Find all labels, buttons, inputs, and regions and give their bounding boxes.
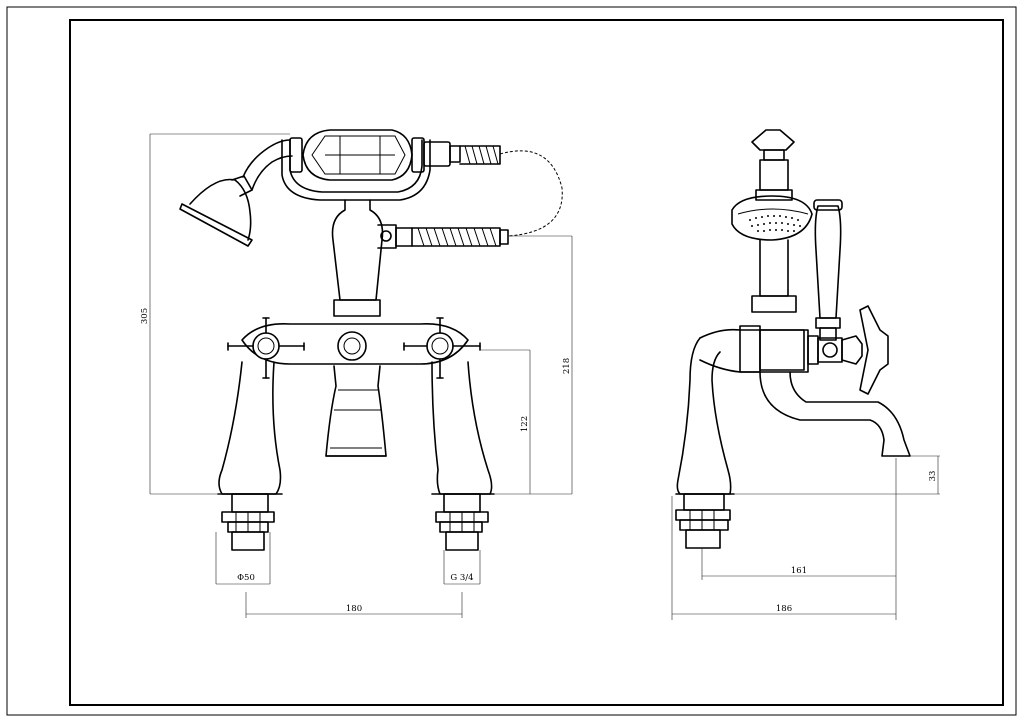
bridge-body: [227, 317, 481, 379]
dim-33-label: 33: [928, 471, 938, 482]
dim-305-label: 305: [140, 308, 150, 324]
shower-head-bell: [179, 139, 293, 247]
outer-sheet-border: [6, 6, 1017, 716]
dim-122-label: 122: [520, 416, 530, 432]
left-pillar: [217, 361, 283, 551]
handset-cradle: [281, 129, 461, 201]
hose-upper: [459, 145, 563, 237]
side-lever-handle: [813, 199, 843, 341]
side-body: [699, 305, 889, 395]
dim-180-label: 180: [346, 604, 362, 614]
side-dimension-33: [734, 455, 940, 495]
dim-218-label: 218: [562, 358, 572, 374]
shower-rose-holes: [749, 215, 801, 232]
side-dimension-186: [671, 496, 897, 620]
side-view: 33 161 186: [671, 129, 940, 620]
front-dimension-phi50: [215, 532, 271, 585]
front-dimension-218: [494, 235, 573, 495]
side-dimension-161: [701, 458, 897, 580]
hose-lower: [411, 227, 509, 247]
diverter-column: [331, 199, 413, 317]
dim-186-label: 186: [776, 604, 792, 614]
dim-g34-label: G 3/4: [450, 573, 473, 583]
dim-phi50-label: Φ50: [237, 573, 255, 583]
front-spout: [325, 365, 387, 457]
front-dimension-122: [480, 349, 531, 494]
side-pillar-spout: [675, 337, 911, 549]
dim-161-label: 161: [791, 566, 807, 576]
side-cradle-top: [751, 129, 795, 201]
front-dimension-180: [245, 592, 463, 618]
right-pillar: [431, 361, 495, 551]
side-stem: [751, 239, 797, 313]
side-shower-rose: [731, 195, 813, 241]
front-view: 305 218 122 Φ50 G 3/4 180: [140, 129, 573, 618]
front-dimension-305: [149, 133, 290, 495]
front-dimension-g34: [443, 550, 481, 585]
inner-drawing-frame: [69, 19, 1004, 706]
